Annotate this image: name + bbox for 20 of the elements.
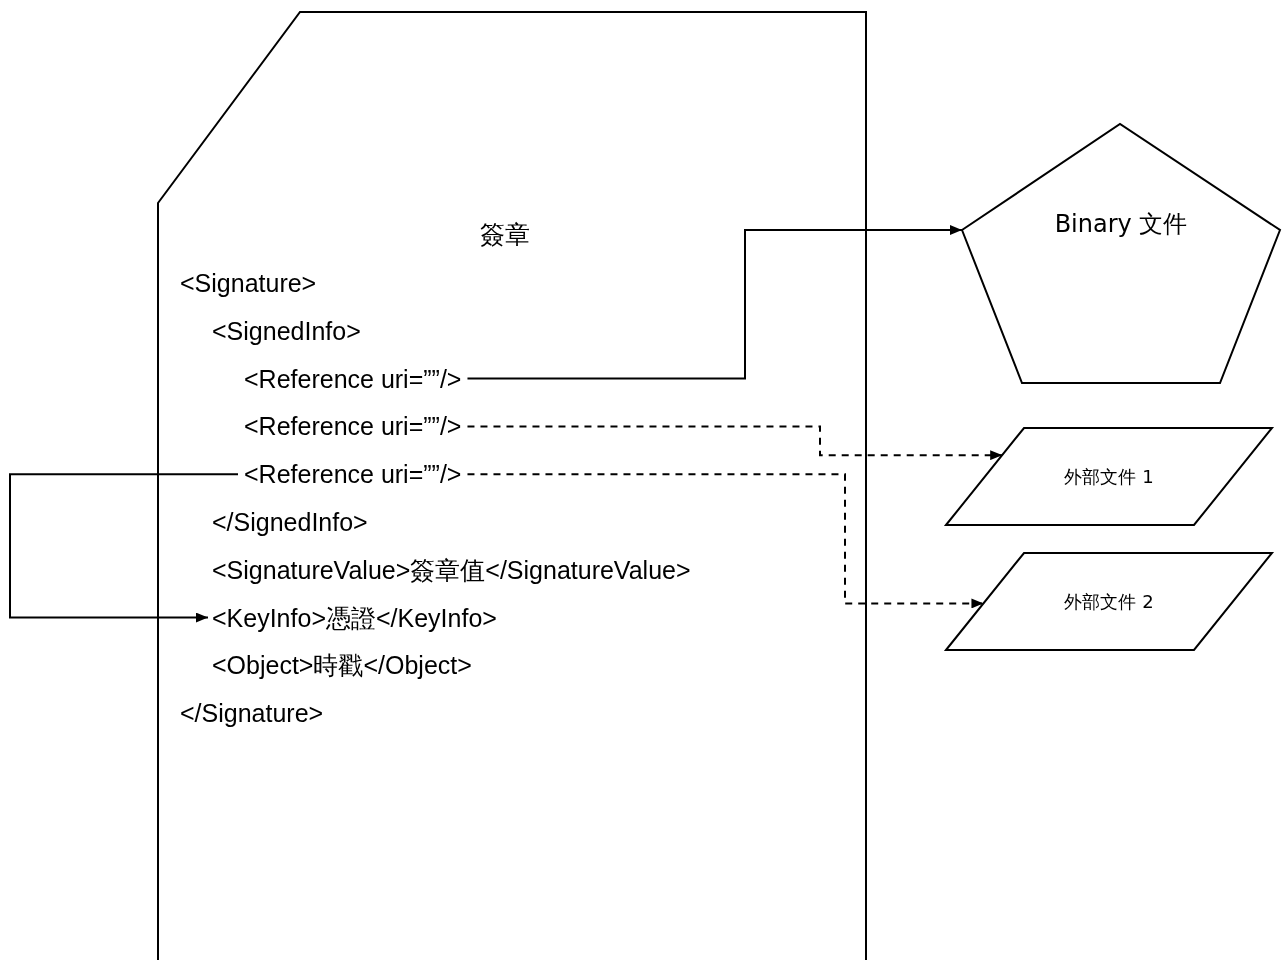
pentagon-shape (962, 124, 1280, 383)
arrow (9, 473, 239, 623)
code-line: <Object>時戳</Object> (212, 650, 472, 681)
code-line: </Signature> (180, 698, 324, 729)
node-label: 外部文件 1 (1064, 464, 1154, 489)
code-line: <SignedInfo> (212, 315, 361, 346)
arrow (466, 225, 963, 380)
code-line: <Reference uri=””/> (244, 459, 462, 490)
code-line: <Reference uri=””/> (244, 411, 462, 442)
document-shape (158, 12, 866, 960)
code-line: <SignatureValue>簽章值</SignatureValue> (212, 554, 691, 585)
code-line: <KeyInfo>憑證</KeyInfo> (212, 602, 497, 633)
code-line: <Signature> (180, 268, 317, 298)
code-line: <Reference uri=””/> (244, 363, 462, 394)
node-label: 外部文件 2 (1064, 589, 1154, 614)
document-heading: 簽章 (480, 219, 530, 251)
parallelogram-shape (946, 553, 1272, 650)
parallelogram-shape (946, 428, 1272, 525)
node-label: Binary 文件 (1054, 209, 1188, 240)
code-line: </SignedInfo> (212, 507, 368, 537)
